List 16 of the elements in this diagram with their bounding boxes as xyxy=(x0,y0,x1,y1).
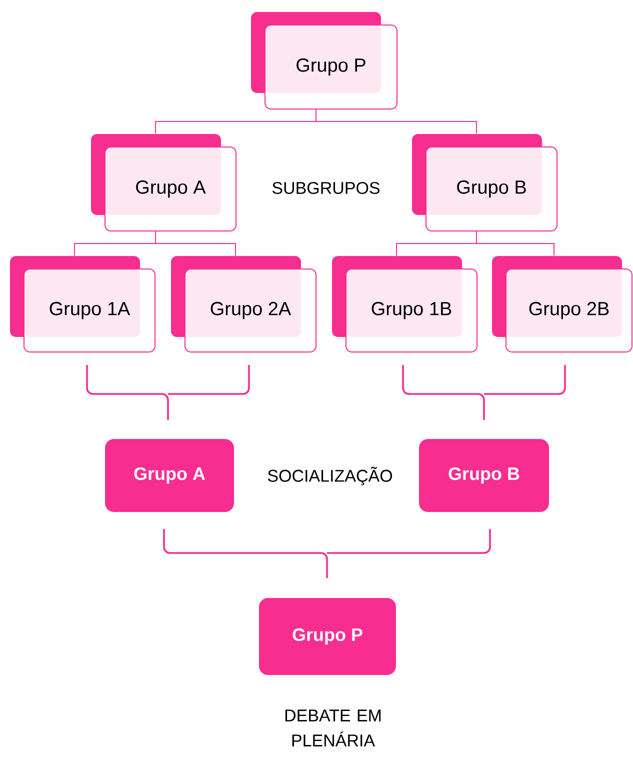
stacked-box: Grupo 2A xyxy=(171,256,316,352)
connector-line xyxy=(476,231,554,256)
stacked-box: Grupo P xyxy=(251,12,398,110)
group-box: Grupo A xyxy=(105,439,234,512)
group-box: Grupo B xyxy=(419,439,549,512)
stacked-box: Grupo 1B xyxy=(332,256,478,352)
stacked-box: Grupo B xyxy=(412,134,558,232)
stage-label: SUBGRUPOS xyxy=(272,182,380,194)
connector-line xyxy=(155,231,236,256)
connector-line xyxy=(316,109,477,134)
stacked-box: Grupo 2B xyxy=(492,256,632,352)
stage-label: SOCIALIZAÇÃO xyxy=(268,466,392,486)
group-box: Grupo P xyxy=(259,598,396,675)
stage-label: DEBATE EM PLENÁRIA xyxy=(285,710,381,746)
stacked-box: Grupo A xyxy=(91,134,236,232)
stacked-box: Grupo 1A xyxy=(10,256,156,352)
